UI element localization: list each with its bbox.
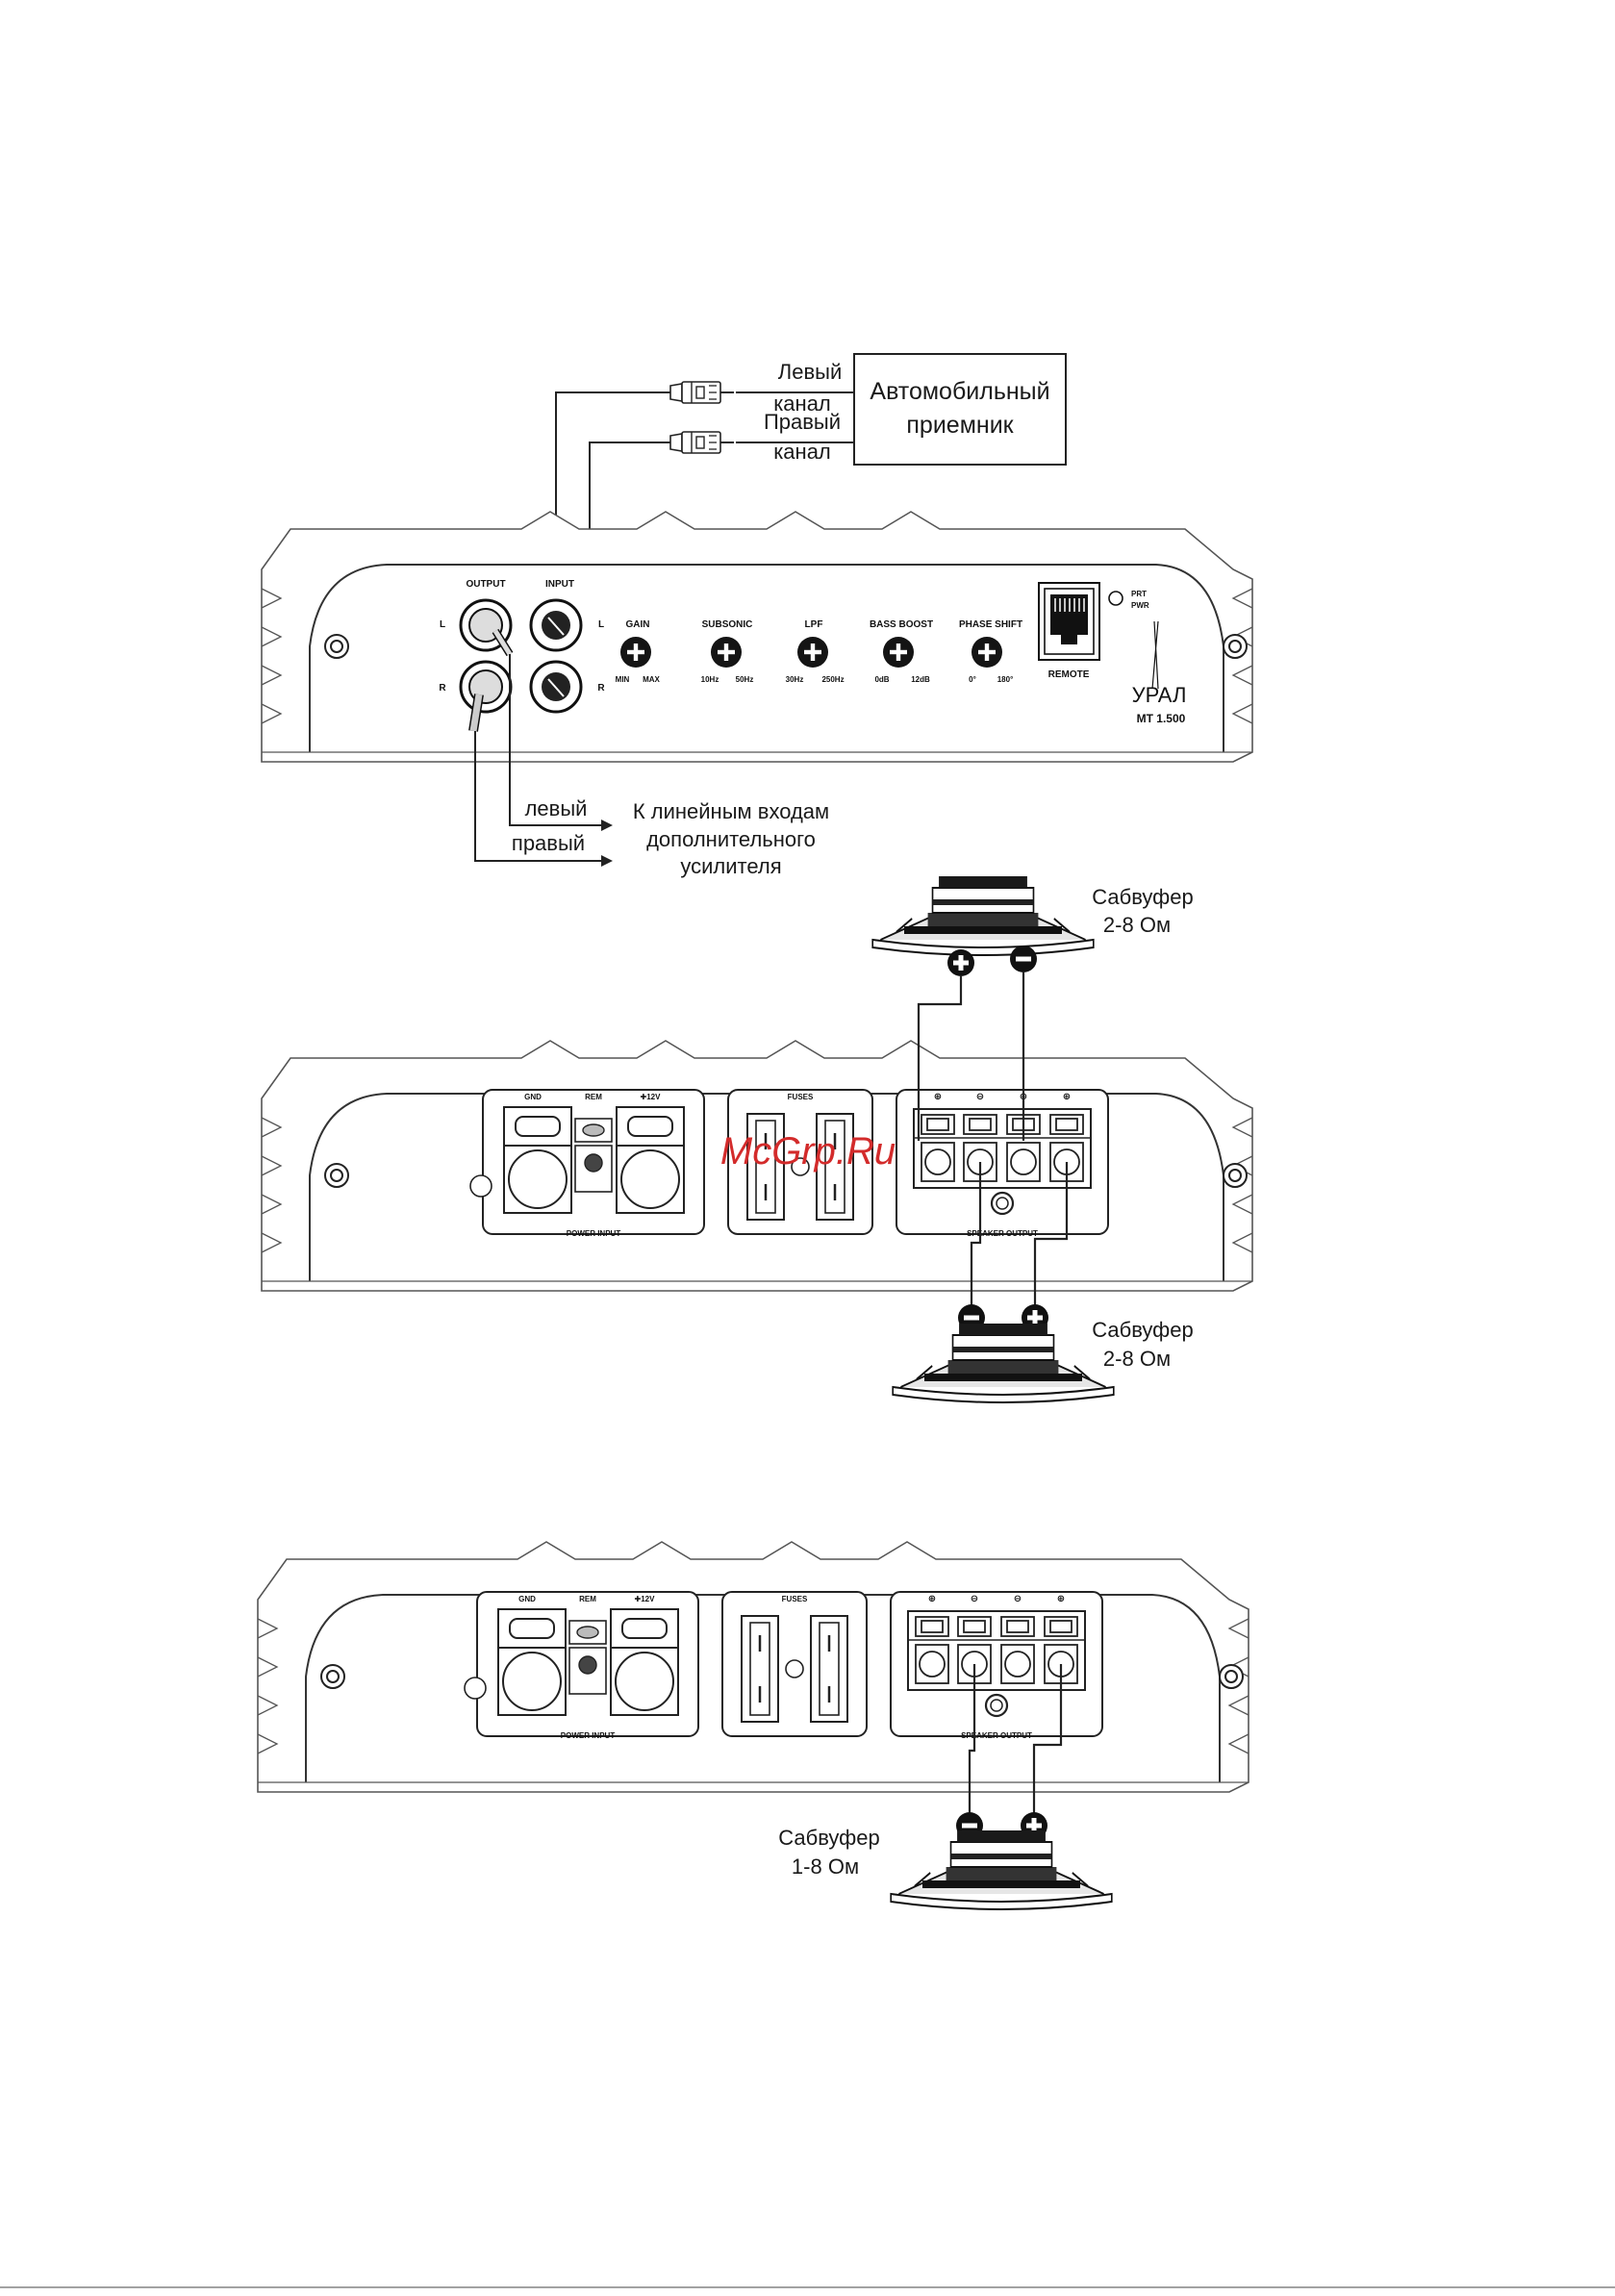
knob-gain-max: MAX — [643, 675, 660, 684]
fuses-label-1: FUSES — [788, 1093, 814, 1101]
left-channel-label-1: Левый — [778, 360, 842, 384]
rem-label-1: REM — [585, 1093, 602, 1101]
remote-label: REMOTE — [1048, 669, 1090, 680]
fuses-label-2: FUSES — [782, 1595, 808, 1603]
speaker-output-label-2: SPEAKER OUTPUT — [961, 1731, 1032, 1740]
amplifier-front-panel — [262, 512, 1252, 762]
knob-lpf: LPF 30Hz 250Hz — [786, 619, 845, 684]
input-l-label: L — [598, 619, 604, 630]
subwoofer-1 — [871, 875, 1095, 956]
pol-2-1: ⊕ — [928, 1594, 936, 1604]
knob-subsonic-max: 50Hz — [736, 675, 754, 684]
speaker-wires-2 — [968, 1664, 1063, 1823]
knob-lpf-label: LPF — [805, 619, 823, 630]
input-r-label: R — [597, 683, 605, 694]
subwoofer-2 — [892, 1323, 1115, 1403]
power-input-label-1: POWER INPUT — [567, 1229, 621, 1238]
knob-phase-shift-max: 180° — [997, 675, 1014, 684]
line-out-desc-2: дополнительного — [646, 827, 816, 851]
power-led — [1108, 591, 1123, 606]
sub1-label-1: Сабвуфер — [1092, 885, 1194, 909]
receiver-title-line1: Автомобильный — [870, 378, 1049, 405]
watermark: McGrp.Ru — [720, 1130, 896, 1173]
sub3-label-1: Сабвуфер — [778, 1826, 880, 1850]
pwr-label: PWR — [1131, 601, 1149, 610]
right-channel-label-2: канал — [773, 440, 831, 464]
gnd-label-1: GND — [524, 1093, 542, 1101]
line-out-desc-1: К линейным входам — [633, 799, 829, 823]
plus12v-label-2: ✚12V — [635, 1595, 656, 1603]
sub2-label-2: 2-8 Ом — [1103, 1347, 1171, 1371]
rem-label-2: REM — [579, 1595, 596, 1603]
knob-lpf-max: 250Hz — [821, 675, 844, 684]
pol-1-2: ⊖ — [976, 1092, 984, 1102]
right-channel-label-1: Правый — [764, 410, 841, 434]
pol-2-3: ⊖ — [1014, 1594, 1022, 1604]
sub1-plus-icon — [947, 949, 974, 976]
subwoofer-3 — [890, 1829, 1113, 1910]
knob-gain-min: MIN — [616, 675, 630, 684]
knob-gain-label: GAIN — [626, 619, 650, 630]
power-input-label-2: POWER INPUT — [561, 1731, 616, 1740]
output-label: OUTPUT — [466, 579, 505, 590]
knob-gain: GAIN MIN MAX — [616, 619, 661, 684]
line-out-left-label: левый — [525, 796, 588, 820]
arrow-right-out-icon — [601, 855, 613, 867]
brand-logo-icon — [1151, 620, 1159, 690]
speaker-wires-1 — [917, 972, 1069, 1314]
output-r-label: R — [439, 683, 446, 694]
pol-1-1: ⊕ — [934, 1092, 942, 1102]
left-channel-label-2: канал — [773, 391, 831, 416]
rear-terminals-2: GND REM ✚12V POWER INPUT FUSES SPEAKER O… — [463, 1590, 1104, 1740]
knob-bass-boost: BASS BOOST 0dB 12dB — [870, 619, 933, 684]
car-receiver: Автомобильный приемник — [853, 353, 1067, 466]
model-name: MT 1.500 — [1137, 712, 1186, 725]
receiver-title-line2: приемник — [906, 412, 1014, 439]
knob-subsonic: SUBSONIC 10Hz 50Hz — [701, 619, 754, 684]
remote-port: REMOTE — [1038, 582, 1100, 680]
knob-subsonic-label: SUBSONIC — [702, 619, 753, 630]
knob-phase-shift: PHASE SHIFT 0° 180° — [959, 619, 1022, 684]
sub1-minus-icon — [1010, 946, 1037, 972]
line-out-desc-3: усилителя — [680, 854, 781, 878]
brand-name: УРАЛ — [1132, 683, 1187, 707]
line-out-wires — [474, 654, 611, 862]
pol-2-4: ⊕ — [1057, 1594, 1065, 1604]
prt-label: PRT — [1131, 590, 1147, 598]
rca-plug-left — [669, 381, 735, 404]
knob-phase-shift-label: PHASE SHIFT — [959, 619, 1022, 630]
pol-1-4: ⊕ — [1063, 1092, 1071, 1102]
pol-2-2: ⊖ — [971, 1594, 978, 1604]
knob-bass-boost-min: 0dB — [874, 675, 889, 684]
speaker-output-label-1: SPEAKER OUTPUT — [967, 1229, 1038, 1238]
knob-bass-boost-label: BASS BOOST — [870, 619, 933, 630]
knob-subsonic-min: 10Hz — [701, 675, 719, 684]
receiver-box — [853, 353, 1067, 466]
output-l-label: L — [440, 619, 445, 630]
rca-jacks — [459, 598, 583, 732]
knob-bass-boost-max: 12dB — [911, 675, 930, 684]
rca-plug-right — [669, 431, 735, 454]
sub3-label-2: 1-8 Ом — [792, 1854, 859, 1879]
line-out-right-label: правый — [512, 831, 585, 855]
arrow-left-out-icon — [601, 820, 613, 831]
input-label: INPUT — [545, 579, 574, 590]
sub1-label-2: 2-8 Ом — [1103, 913, 1171, 937]
plus12v-label-1: ✚12V — [641, 1093, 662, 1101]
gnd-label-2: GND — [518, 1595, 536, 1603]
sub2-label-1: Сабвуфер — [1092, 1318, 1194, 1342]
knob-lpf-min: 30Hz — [786, 675, 804, 684]
knob-phase-shift-min: 0° — [969, 675, 976, 684]
